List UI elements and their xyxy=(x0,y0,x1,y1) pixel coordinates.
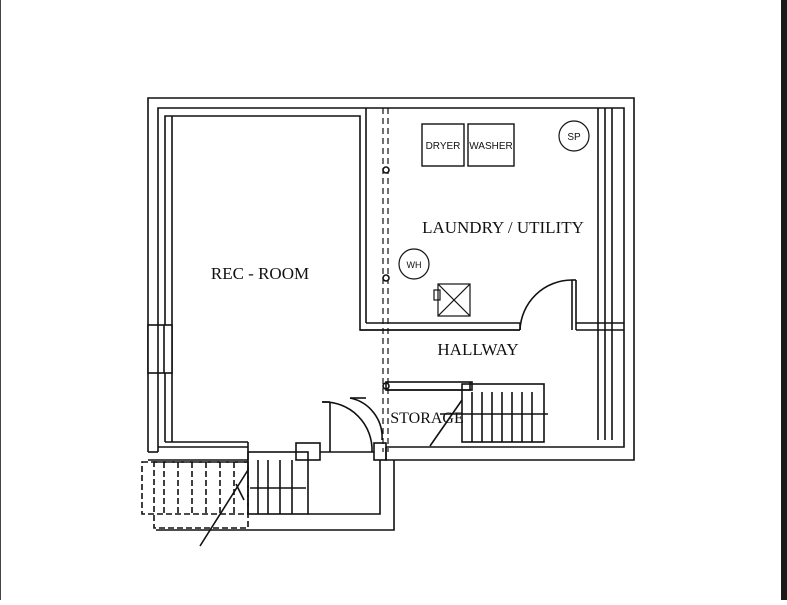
page-edge-left xyxy=(0,0,1,600)
storage-label: STORAGE xyxy=(390,410,464,427)
washer-appliance: WASHER xyxy=(467,123,515,167)
rec-room-label: REC - ROOM xyxy=(211,264,309,283)
washer-label: WASHER xyxy=(469,141,513,152)
hallway-label: HALLWAY xyxy=(437,340,518,359)
exterior-stairs xyxy=(141,451,395,547)
laundry-door xyxy=(519,279,576,331)
furnace-symbol xyxy=(433,283,471,317)
sump-pump-symbol: SP xyxy=(558,120,590,152)
sump-pump-label: SP xyxy=(567,132,581,143)
laundry-utility-label: LAUNDRY / UTILITY xyxy=(422,218,584,237)
water-heater-symbol: WH xyxy=(398,248,430,280)
exterior-door xyxy=(295,401,387,461)
dryer-label: DRYER xyxy=(426,141,461,152)
storage-door xyxy=(349,397,383,441)
laundry-walls xyxy=(360,108,624,440)
water-heater-label: WH xyxy=(407,260,422,270)
page-edge-right xyxy=(781,0,787,600)
interior-stairs xyxy=(385,381,548,447)
dryer-appliance: DRYER xyxy=(421,123,465,167)
window-left xyxy=(147,324,173,374)
